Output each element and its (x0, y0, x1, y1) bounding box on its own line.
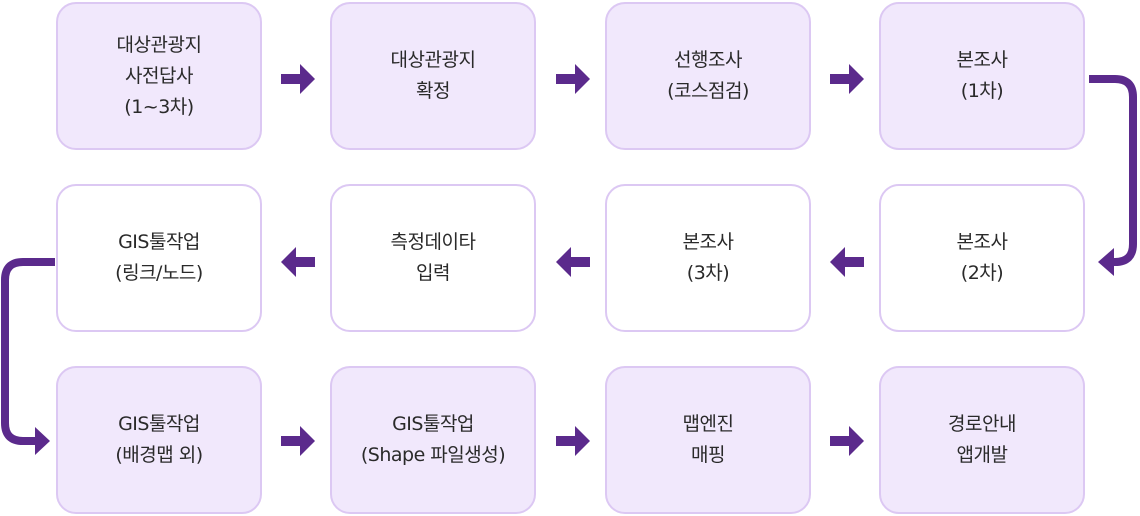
step-main-survey-3: 본조사 (3차) (605, 184, 811, 332)
step-gis-background-map: GIS툴작업 (배경맵 외) (56, 366, 262, 514)
u-turn-connector-right (1089, 75, 1137, 266)
step-main-survey-1: 본조사 (1차) (879, 2, 1085, 150)
step-label-line: GIS툴작업 (392, 413, 474, 435)
right-arrow-icon (281, 64, 315, 94)
step-label-line: (1차) (960, 80, 1004, 102)
step-label-line: GIS툴작업 (118, 231, 200, 253)
right-arrow-icon (830, 64, 864, 94)
left-arrow-icon (281, 247, 315, 277)
left-arrow-icon (1098, 248, 1114, 276)
step-label-line: 사전답사 (125, 64, 193, 87)
step-gis-link-node: GIS툴작업 (링크/노드) (56, 184, 262, 332)
right-arrow-icon (556, 64, 590, 94)
step-route-app-dev: 경로안내 앱개발 (879, 366, 1085, 514)
step-label-line: (Shape 파일생성) (360, 444, 506, 466)
step-label-line: 대상관광지 (390, 49, 476, 71)
step-gis-shape-file: GIS툴작업 (Shape 파일생성) (330, 366, 536, 514)
step-label-line: 경로안내 (948, 413, 1016, 435)
right-arrow-icon (556, 426, 590, 456)
step-label-line: 앱개발 (956, 444, 1008, 466)
step-site-confirm: 대상관광지 확정 (330, 2, 536, 150)
left-arrow-icon (556, 247, 590, 277)
left-arrow-icon (830, 247, 864, 277)
step-site-pre-survey: 대상관광지 사전답사 (1~3차) (56, 2, 262, 150)
step-label-line: (1~3차) (124, 95, 194, 118)
step-label-line: GIS툴작업 (118, 413, 200, 435)
step-label-line: 측정데이타 (390, 231, 476, 253)
step-label-line: 본조사 (956, 231, 1008, 253)
step-label-line: (배경맵 외) (115, 444, 203, 466)
step-label-line: 대상관광지 (116, 33, 202, 56)
right-arrow-icon (830, 426, 864, 456)
step-label-line: 본조사 (682, 231, 734, 253)
step-data-input: 측정데이타 입력 (330, 184, 536, 332)
right-arrow-icon (35, 427, 50, 455)
right-arrow-icon (281, 426, 315, 456)
step-label-line: 매핑 (691, 444, 725, 466)
step-main-survey-2: 본조사 (2차) (879, 184, 1085, 332)
step-label-line: 확정 (416, 80, 450, 102)
step-label-line: 선행조사 (674, 49, 742, 71)
u-turn-connector-left (1, 258, 55, 445)
step-label-line: (링크/노드) (115, 262, 203, 284)
step-label-line: 본조사 (956, 49, 1008, 71)
step-label-line: (3차) (686, 262, 730, 284)
step-map-engine-mapping: 맵엔진 매핑 (605, 366, 811, 514)
step-label-line: 입력 (416, 262, 450, 284)
step-preliminary-survey: 선행조사 (코스점검) (605, 2, 811, 150)
step-label-line: 맵엔진 (682, 413, 734, 435)
step-label-line: (2차) (960, 262, 1004, 284)
step-label-line: (코스점검) (667, 80, 749, 102)
